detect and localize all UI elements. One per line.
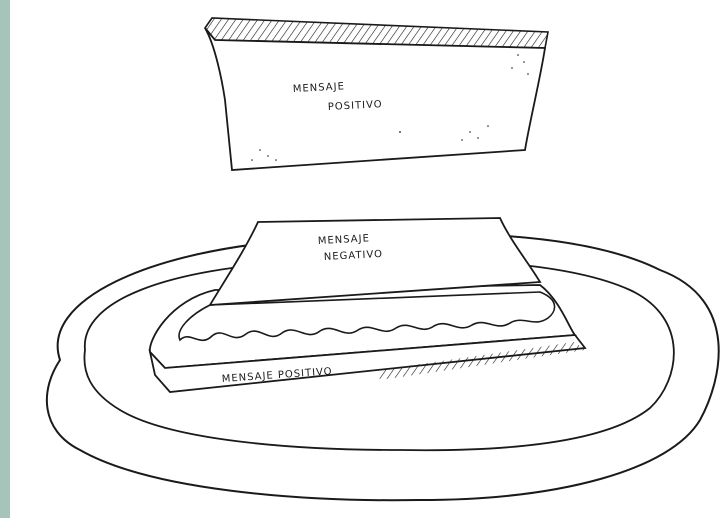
cheese-slice: MENSAJE NEGATIVO (208, 217, 542, 307)
cheese-slice-shape (208, 217, 542, 307)
bottom-bread-crust (148, 334, 587, 393)
top-bread-body (204, 27, 547, 171)
bottom-bread-crust-hatch (378, 342, 585, 380)
top-bread-label-line2: POSITIVO (328, 99, 383, 113)
filling (178, 291, 556, 342)
cheese-slice-label-line2: NEGATIVO (324, 249, 384, 263)
top-bread: MENSAJE POSITIVO (203, 17, 549, 171)
top-bread-texture-dots (251, 54, 529, 161)
top-bread-label-line1: MENSAJE (293, 81, 346, 95)
filling-wavy-edge (178, 291, 556, 342)
left-border (0, 0, 10, 518)
cheese-slice-label-line1: MENSAJE (318, 233, 371, 247)
